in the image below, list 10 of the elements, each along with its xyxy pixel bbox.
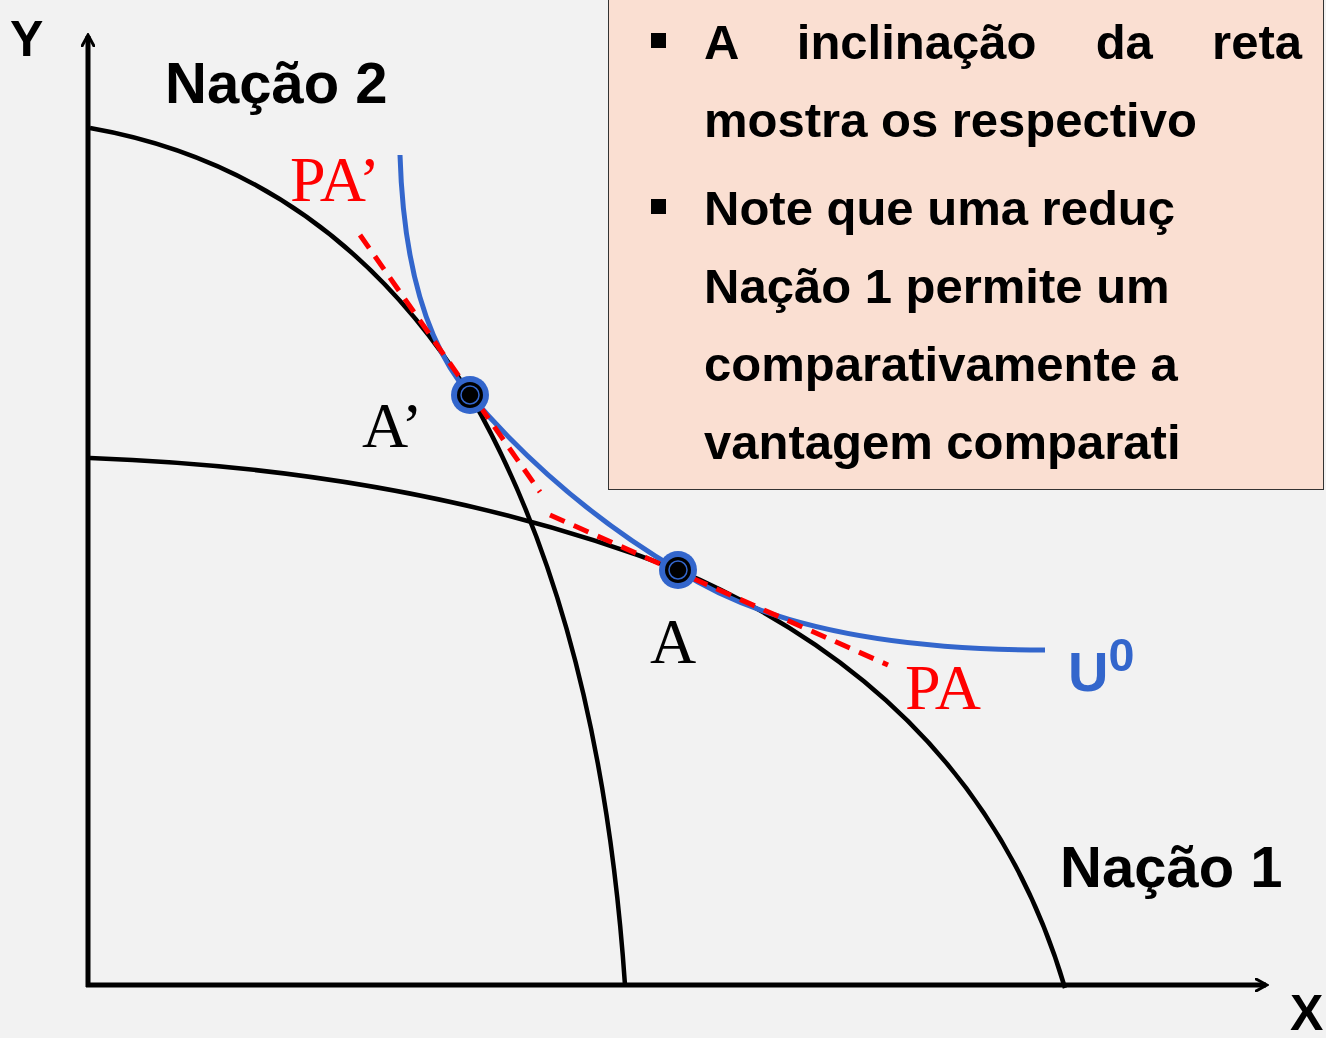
axis-label: Y [10, 14, 44, 64]
bullet-text: Note que uma reduç Nação 1 permite um comparativamente a vantagem comparati [704, 180, 1182, 471]
bullet-text: A inclinação da reta mostra os respectivo [704, 14, 1302, 149]
note-box [608, 0, 1324, 490]
axis-label: X [1290, 988, 1324, 1038]
curve-label: U$^{0}$ [1068, 632, 1135, 700]
point-label: A [650, 610, 697, 674]
point-label: A’ [362, 394, 423, 458]
line-label: PA’ [290, 148, 381, 212]
line-label: PA [905, 656, 981, 720]
